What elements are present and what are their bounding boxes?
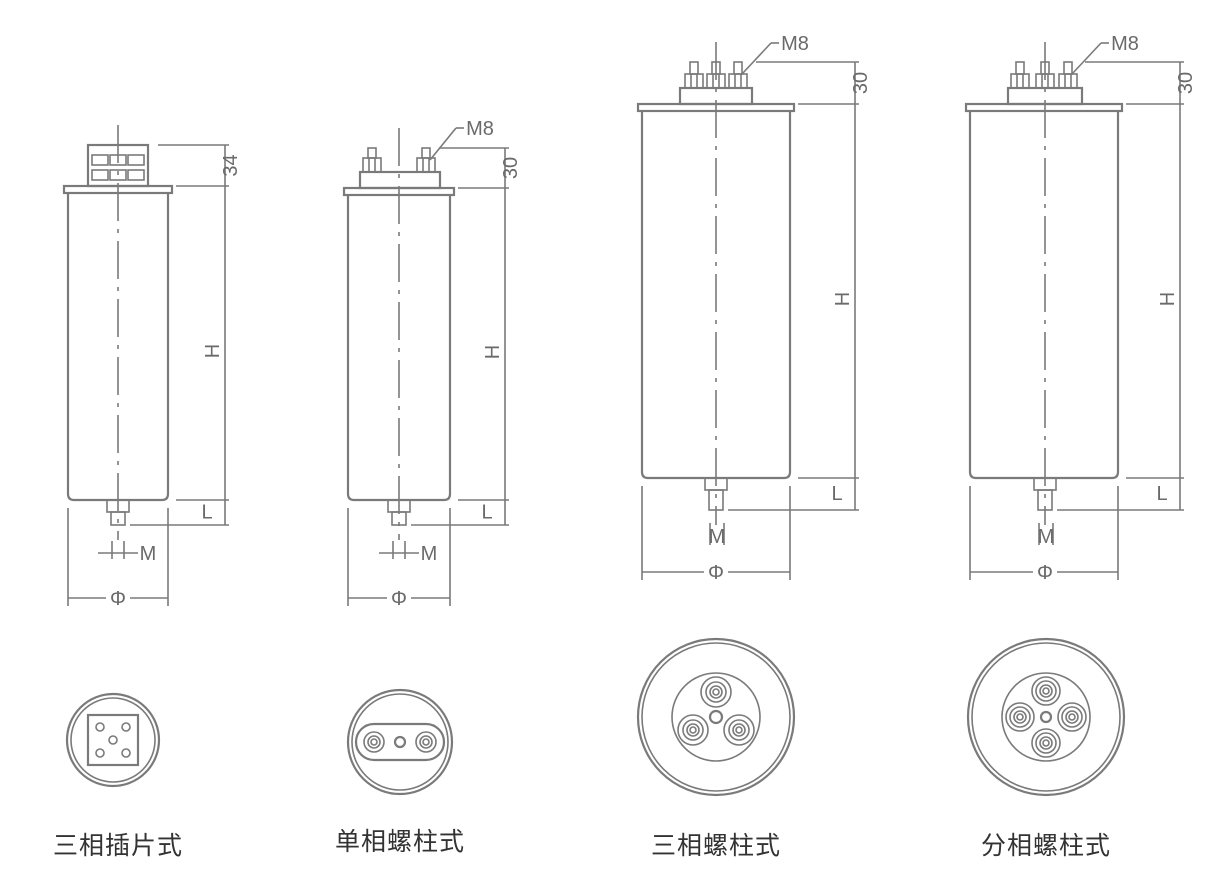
caption-three-phase-blade: 三相插片式	[52, 831, 184, 860]
terminal-stud	[1010, 61, 1030, 89]
blade-slot	[109, 169, 127, 181]
capacitor-side-view-4: M8 30H L MΦ	[964, 33, 1197, 584]
mounting-stud	[1033, 477, 1057, 511]
blade-slot	[91, 154, 109, 166]
top-dimension-label: 30	[500, 157, 522, 179]
caption-three-phase-stud: 三相螺柱式	[650, 831, 782, 860]
bolt-size-label: M	[1038, 526, 1055, 548]
diameter-label: Φ	[708, 562, 724, 584]
bolt-size-label: M	[140, 543, 157, 565]
blade-slot	[127, 154, 145, 166]
blade-slot	[91, 169, 109, 181]
top-view-split-phase-stud	[966, 637, 1126, 797]
terminal-stud	[416, 147, 436, 173]
capacitor-side-view-3: M8 30H L MΦ	[636, 33, 872, 584]
height-label: H	[482, 345, 504, 359]
diameter-label: Φ	[1037, 562, 1053, 584]
bolt-size-label: M	[709, 526, 726, 548]
capacitor-body	[968, 111, 1120, 480]
terminal-size-label: M8	[1111, 33, 1139, 55]
top-dimension-label: 30	[1175, 72, 1197, 94]
top-view-three-phase-stud	[636, 637, 796, 797]
terminal-base	[358, 170, 442, 190]
height-label: H	[1157, 292, 1179, 306]
caption-single-phase-stud: 单相螺柱式	[334, 827, 466, 856]
terminal-size-label: M8	[781, 33, 809, 55]
bolt-size-label: M	[421, 543, 438, 565]
top-view-three-phase-blade	[65, 692, 161, 788]
mounting-stud	[704, 477, 728, 511]
terminal-size-label: M8	[466, 118, 494, 140]
terminal-stud	[362, 147, 382, 173]
length-label: L	[1156, 483, 1167, 505]
terminal-stud	[684, 61, 704, 89]
terminal-stud	[1058, 61, 1078, 89]
top-dimension-label: 30	[850, 72, 872, 94]
height-label: H	[832, 292, 854, 306]
length-label: L	[481, 502, 492, 524]
capacitor-side-view-1: 34H L M Φ	[62, 125, 242, 610]
terminal-stud	[728, 61, 748, 89]
length-label: L	[831, 483, 842, 505]
caption-split-phase-stud: 分相螺柱式	[980, 831, 1112, 860]
mounting-stud	[387, 499, 411, 526]
top-view-single-phase-stud	[346, 688, 454, 796]
diameter-label: Φ	[110, 588, 126, 610]
height-label: H	[202, 344, 224, 358]
top-dimension-label: 34	[220, 154, 242, 176]
blade-slot	[127, 169, 145, 181]
length-label: L	[201, 502, 212, 524]
capacitor-side-view-2: M8 30H L M Φ	[342, 118, 522, 610]
mounting-stud	[106, 499, 130, 526]
diameter-label: Φ	[391, 588, 407, 610]
